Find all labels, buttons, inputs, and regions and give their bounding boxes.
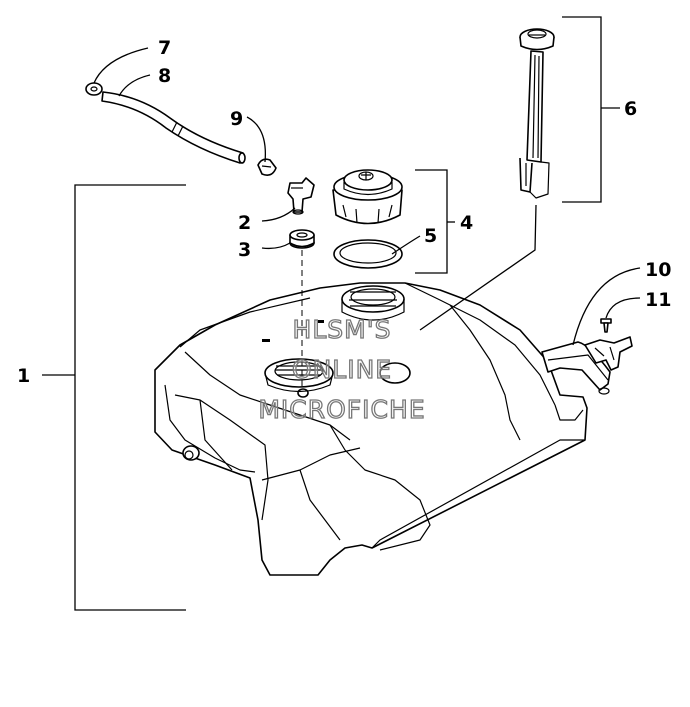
callout-10: 10	[645, 259, 671, 281]
vent-elbow-fitting	[287, 177, 315, 215]
callout-2: 2	[238, 212, 251, 234]
cap-gasket	[333, 239, 403, 269]
callout-1: 1	[17, 365, 30, 387]
fuel-cap	[332, 169, 403, 225]
callout-3: 3	[238, 239, 251, 261]
callout-6: 6	[624, 98, 637, 120]
grommet	[289, 229, 315, 249]
mounting-bracket	[541, 336, 633, 395]
callout-8: 8	[158, 65, 171, 87]
callout-4: 4	[460, 212, 473, 234]
watermark-line-1: HLSM'S	[293, 315, 392, 344]
callout-5: 5	[424, 225, 437, 247]
callout-11: 11	[645, 289, 671, 311]
callout-7: 7	[158, 37, 171, 59]
fuel-gauge-sender	[519, 28, 555, 199]
watermark-line-3: MICROFICHE	[258, 395, 425, 424]
leader-lines	[42, 16, 641, 611]
callout-9: 9	[230, 108, 243, 130]
fuel-tank	[154, 282, 588, 576]
watermark-line-2: ONLINE	[292, 355, 392, 384]
watermark: HLSM'S ONLINE MICROFICHE	[258, 314, 426, 424]
vent-hose	[85, 82, 246, 164]
hose-clamp	[257, 158, 277, 176]
bracket-screw	[600, 318, 612, 333]
